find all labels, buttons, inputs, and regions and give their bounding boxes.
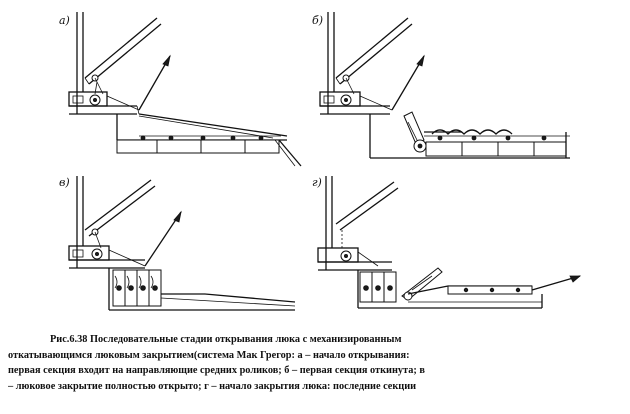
panel-b-drawing: б) [312,12,570,159]
panel-c: в) [55,172,310,322]
panel-b: б) [312,8,582,170]
figure-caption: Рис.6.38 Последовательные стадии открыва… [8,332,620,394]
panel-c-drawing: в) [59,176,296,311]
panel-a-drawing: а) [59,12,302,167]
panel-d: г) [312,172,612,322]
panel-label: г) [312,176,322,189]
caption-line-2: откатывающимся люковым закрытием(система… [8,349,410,361]
panel-d-drawing: г) [312,176,582,309]
caption-line-4: – люковое закрытие полностью открыто; г … [8,380,417,392]
caption-line-1: Рис.6.38 Последовательные стадии открыва… [50,334,402,345]
panel-label: в) [59,176,70,189]
panel-a: а) [55,8,310,170]
panel-label: а) [59,14,70,27]
figure: а) [55,8,612,322]
panel-label: б) [312,14,323,27]
caption-line-3: первая секция входит на направляющие сре… [8,365,425,376]
